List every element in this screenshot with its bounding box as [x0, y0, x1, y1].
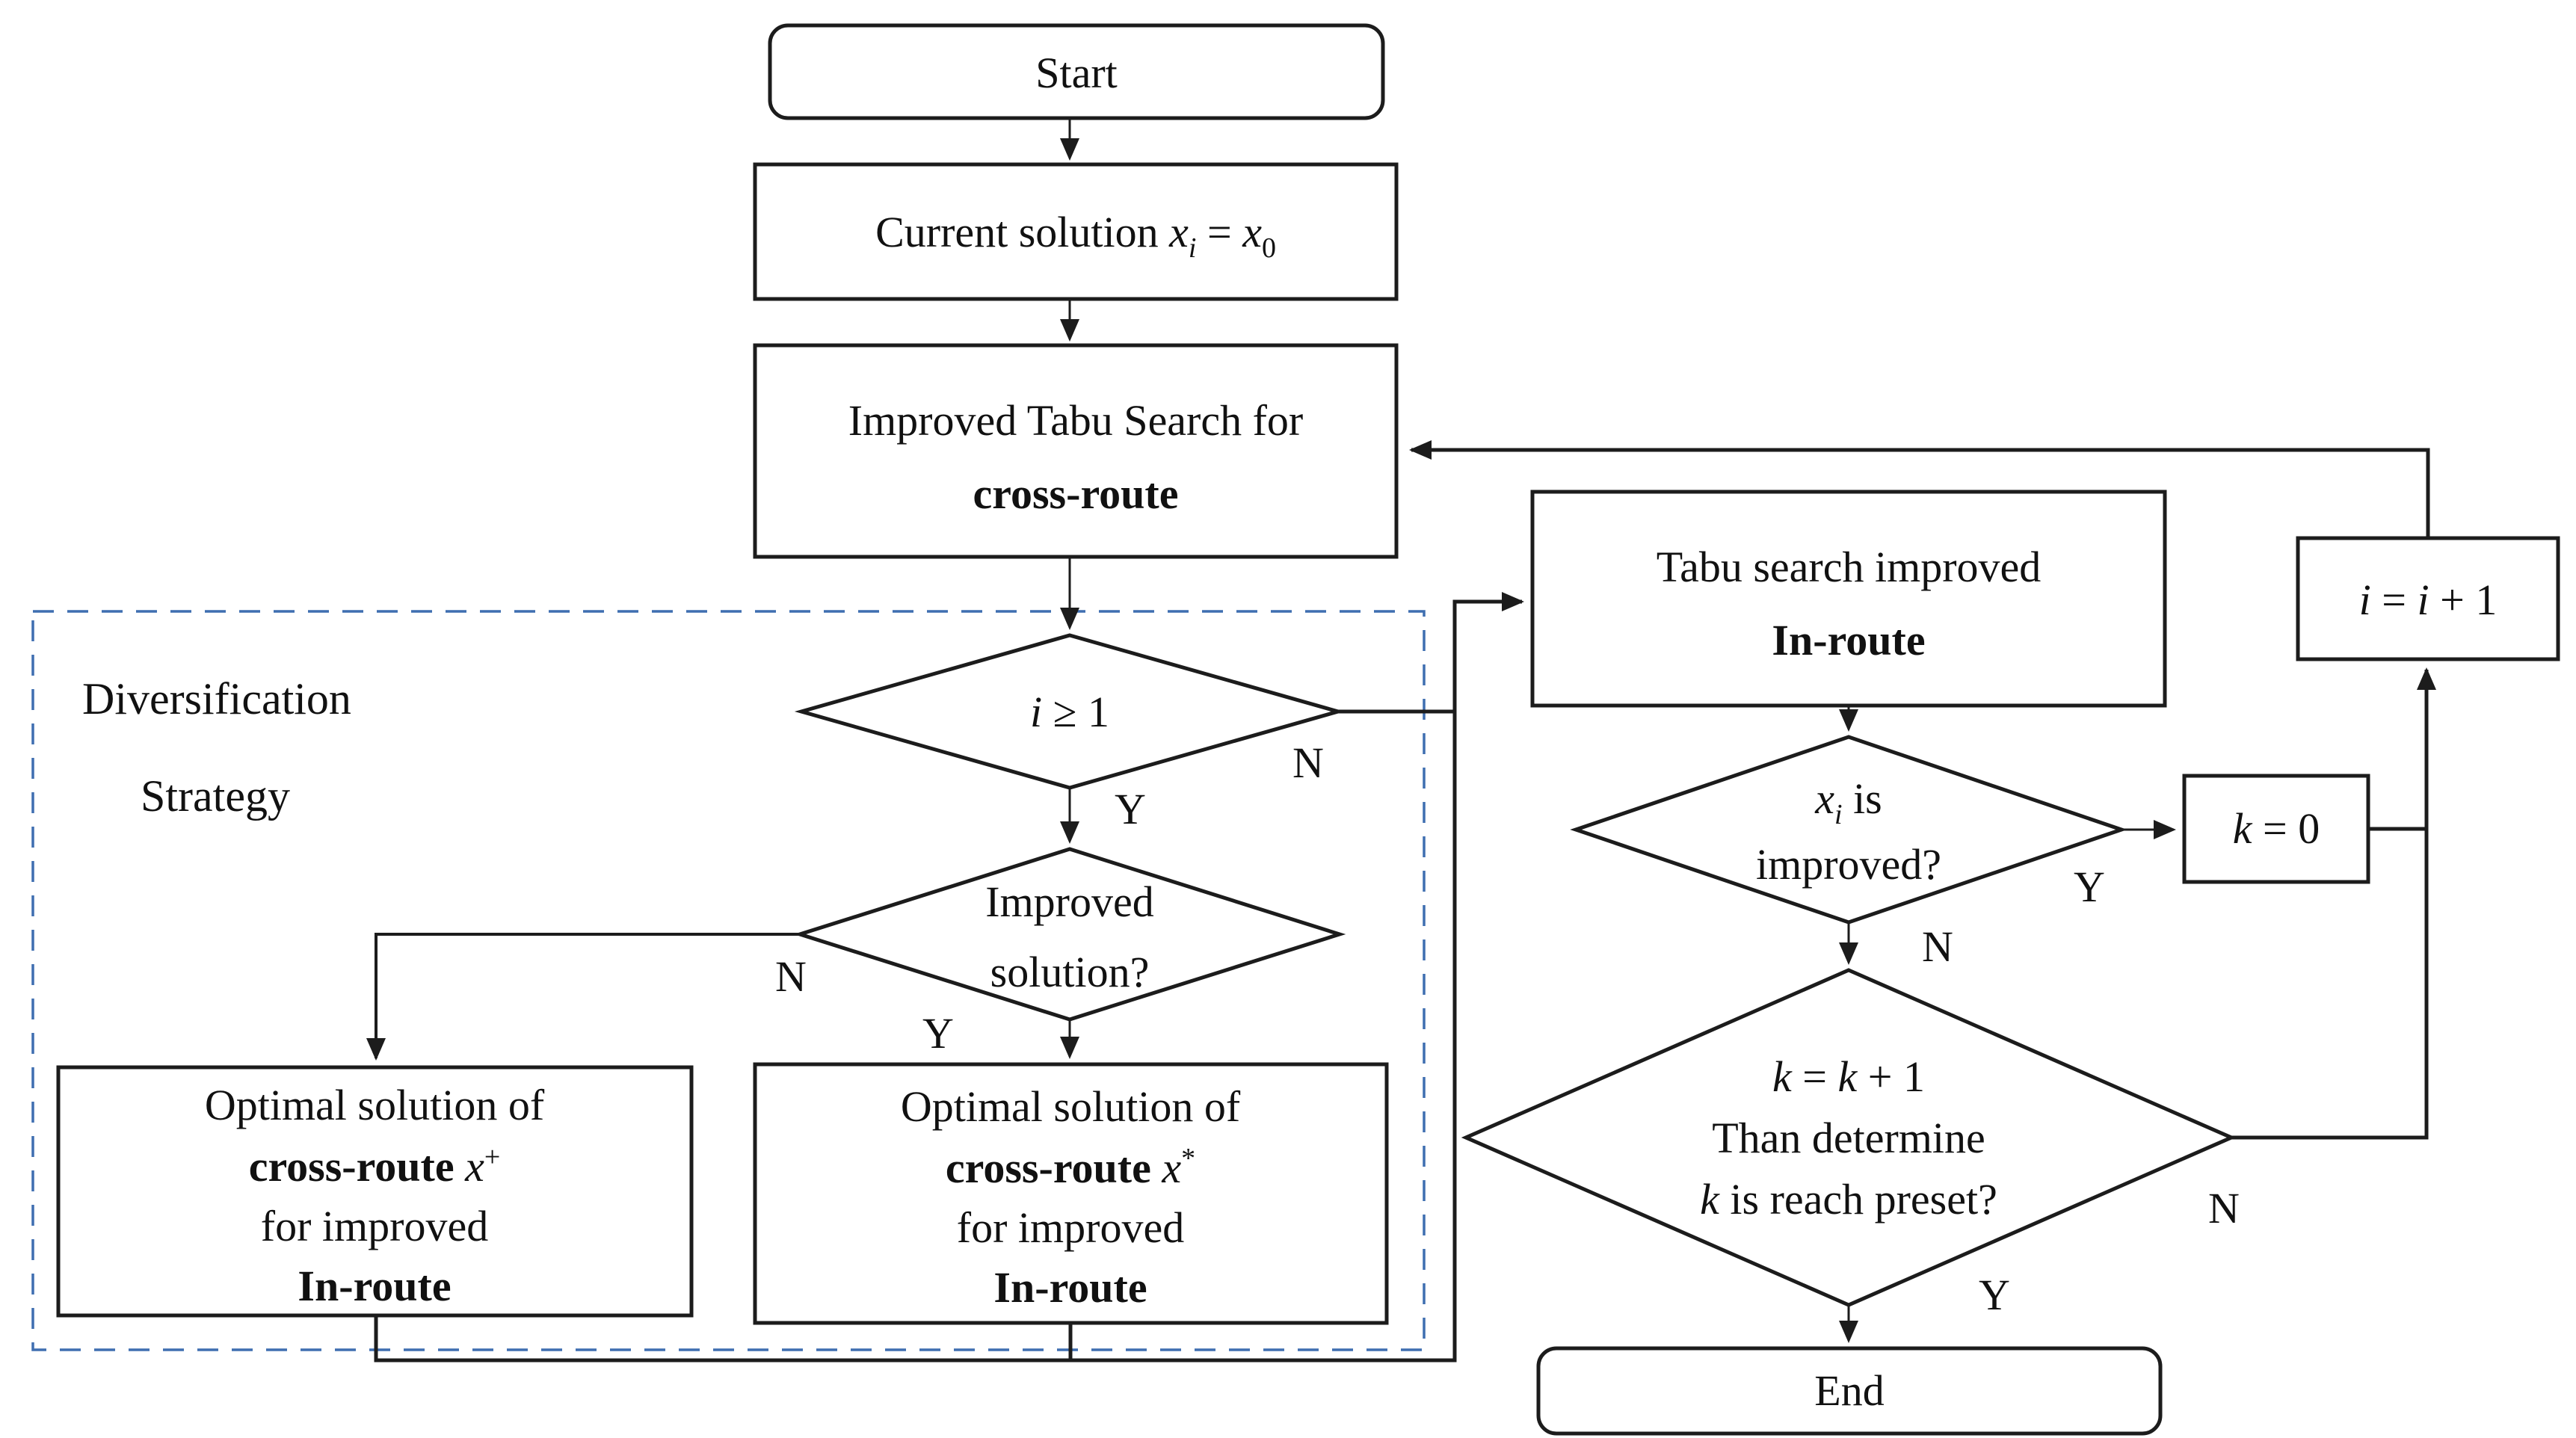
opt-plus-line3: for improved	[261, 1202, 488, 1250]
k-preset-line2: Than determine	[1712, 1114, 1985, 1162]
improved-solution-line1: Improved	[985, 877, 1154, 926]
label-improved-N: N	[775, 952, 807, 1001]
label-improved-Y: Y	[922, 1009, 954, 1058]
region-label-line2: Strategy	[141, 771, 290, 821]
k0-label: k = 0	[2233, 804, 2320, 853]
diversification-strategy-region	[31, 610, 1426, 1351]
tabu-in-route-line1: Tabu search improved	[1657, 543, 2042, 591]
edge-iinc-feedback-to-tabucross	[1409, 440, 2430, 538]
end-label: End	[1814, 1366, 1884, 1415]
node-i-increment	[2296, 536, 2560, 661]
node-optimal-cross-route-plus	[56, 1065, 694, 1318]
start-label: Start	[1035, 49, 1118, 97]
k-preset-line1: k = k + 1	[1772, 1052, 1925, 1101]
opt-plus-line1: Optimal solution of	[205, 1081, 545, 1129]
i-ge-1-label: i ≥ 1	[1030, 688, 1109, 736]
label-ige1-N: N	[1292, 738, 1324, 787]
opt-plus-line2: cross-route x+	[249, 1141, 501, 1191]
decision-k-reach-preset	[1461, 968, 2237, 1307]
node-improved-tabu-search	[753, 343, 1399, 559]
node-start	[768, 23, 1385, 120]
improved-tabu-search-line1: Improved Tabu Search for	[848, 396, 1304, 445]
xi-improved-line2: improved?	[1756, 840, 1941, 889]
node-optimal-cross-route-star	[753, 1062, 1389, 1325]
edge-improved-N-to-optplus	[366, 933, 800, 1061]
improved-tabu-search-line2: cross-route	[973, 469, 1179, 518]
node-k-equals-0	[2182, 774, 2370, 884]
opt-star-line1: Optimal solution of	[901, 1082, 1241, 1131]
decision-improved-solution	[793, 847, 1346, 1022]
region-label-line1: Diversification	[82, 674, 351, 723]
edge-merge-to-tabuin	[374, 592, 1524, 1363]
decision-xi-improved	[1570, 735, 2127, 925]
current-solution-label: Current solution xi = x0	[875, 208, 1276, 264]
node-current-solution	[753, 162, 1399, 301]
label-preset-Y: Y	[1979, 1271, 2010, 1319]
label-ige1-Y: Y	[1115, 785, 1146, 833]
opt-star-line4: In-route	[993, 1263, 1147, 1312]
label-preset-N: N	[2208, 1184, 2240, 1232]
tabu-in-route-line2: In-route	[1772, 616, 1925, 664]
node-tabu-search-in-route	[1530, 490, 2167, 708]
node-end	[1536, 1346, 2163, 1436]
k-preset-line3: k is reach preset?	[1700, 1175, 1997, 1223]
opt-plus-line4: In-route	[298, 1262, 451, 1310]
label-xi-N: N	[1922, 922, 1953, 971]
opt-star-line3: for improved	[957, 1203, 1184, 1252]
improved-solution-line2: solution?	[990, 948, 1150, 996]
xi-improved-line1: xi is	[1814, 774, 1882, 830]
decision-i-ge-1	[794, 633, 1346, 790]
opt-star-line2: cross-route x*	[946, 1143, 1195, 1192]
edge-preset-N-to-iinc	[2231, 667, 2436, 1140]
i-increment-label: i = i + 1	[2359, 575, 2498, 624]
label-xi-Y: Y	[2074, 863, 2105, 911]
